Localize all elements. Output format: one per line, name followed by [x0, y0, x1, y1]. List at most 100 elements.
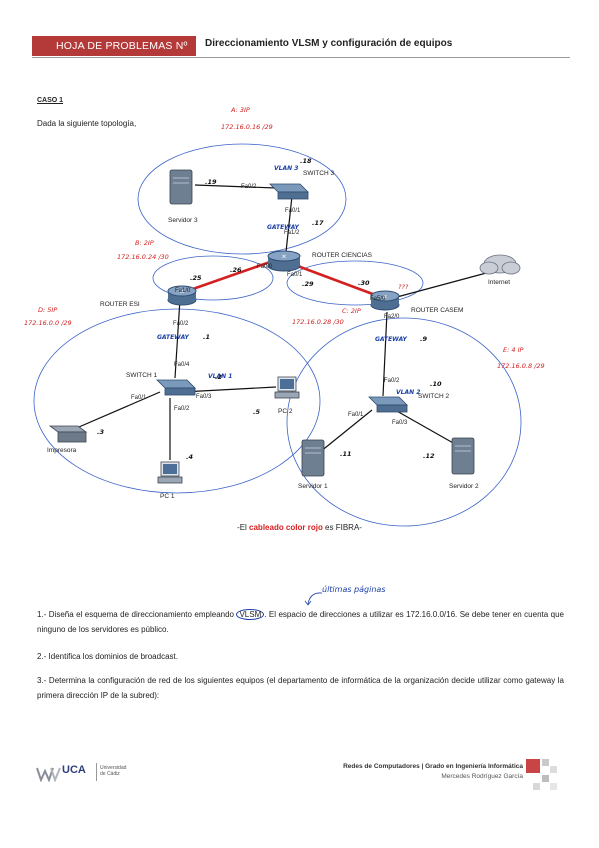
port-s1-fa04: Fa0/4	[174, 362, 190, 368]
question-1-text-a: 1.- Diseña el esquema de direccionamient…	[37, 610, 237, 619]
label-pc-2: PC 2	[278, 408, 293, 415]
svg-text:✕: ✕	[382, 295, 387, 301]
footer-squares-icon	[526, 759, 566, 799]
annot-vlan2: VLAN 2	[396, 389, 420, 396]
handwritten-note: últimas páginas	[322, 585, 386, 594]
annot-vlan1: VLAN 1	[208, 373, 232, 380]
footer-credits: Redes de Computadores | Grado en Ingenie…	[343, 762, 523, 782]
uca-sub-line-1: Universidad	[100, 765, 127, 771]
annot-gateway-e: GATEWAY	[375, 336, 408, 343]
uca-logo-divider	[96, 763, 97, 781]
svg-text:✕: ✕	[281, 255, 286, 261]
fiber-cables	[189, 260, 379, 298]
port-rc-fa01: Fa0/1	[287, 272, 303, 278]
copper-cables	[71, 184, 491, 460]
annot-ip-4: .4	[186, 453, 193, 461]
caption-suffix: es FIBRA-	[322, 523, 362, 532]
label-router-ciencias: ROUTER CIENCIAS	[312, 252, 373, 259]
caption-prefix: -El	[237, 523, 250, 532]
annot-gateway-d: GATEWAY	[157, 334, 190, 341]
uca-sub-line-2: de Cádiz	[100, 771, 120, 777]
port-s3-fa02: Fa0/2	[241, 184, 257, 190]
domain-d	[33, 308, 321, 494]
port-rc-fa00: Fa0/0	[257, 264, 273, 270]
header-box: HOJA DE PROBLEMAS Nº 9	[32, 36, 196, 72]
server-1-icon	[301, 439, 325, 477]
port-s2-fa03: Fa0/3	[392, 420, 408, 426]
domain-b	[152, 255, 274, 301]
annot-ip-2: .2	[215, 373, 222, 381]
annot-b-net: 172.16.0.24 /30	[117, 253, 169, 261]
annot-e-label: E: 4 IP	[503, 346, 523, 354]
domain-c	[286, 260, 424, 306]
label-server-1: Servidor 1	[298, 483, 328, 490]
label-switch-2: SWITCH 2	[418, 393, 449, 400]
printer-icon	[48, 425, 88, 443]
label-printer: Impresora	[47, 447, 77, 454]
port-s2-fa02: Fa0/2	[384, 378, 400, 384]
switch-3-icon	[269, 183, 309, 200]
annot-a-net: 172.16.0.16 /29	[221, 123, 273, 131]
annot-c-label: C: 2IP	[342, 307, 361, 315]
router-esi-icon: ✕	[167, 285, 197, 306]
annot-ip-26: .26	[230, 266, 242, 274]
label-switch-3: SWITCH 3	[303, 170, 334, 177]
label-router-esi: ROUTER ESI	[100, 301, 140, 308]
annot-ip-25: .25	[190, 274, 202, 282]
pc-1-icon	[157, 461, 183, 484]
header-divider	[32, 57, 570, 58]
annot-ip-9: .9	[420, 335, 427, 343]
label-server-2: Servidor 2	[449, 483, 479, 490]
label-router-casem: ROUTER CASEM	[411, 307, 463, 314]
annot-d-net: 172.16.0.0 /29	[24, 319, 72, 327]
diagram-caption: -El cableado color rojo es FIBRA-	[0, 523, 599, 532]
annot-c-net: 172.16.0.28 /30	[292, 318, 344, 326]
annot-ip-29: .29	[302, 280, 314, 288]
port-rc-fa12: Fa1/2	[284, 230, 300, 236]
annot-a-label: A: 3IP	[230, 106, 250, 114]
annot-ip-10: .10	[430, 380, 442, 388]
annot-ip-11: .11	[340, 450, 352, 458]
server-2-icon	[451, 437, 475, 475]
label-server-3: Servidor 3	[168, 217, 198, 224]
label-switch-1: SWITCH 1	[126, 372, 157, 379]
annot-vlan3: VLAN 3	[274, 165, 298, 172]
port-re-fa10: Fa1/0	[175, 288, 191, 294]
annot-ip-30: .30	[358, 279, 370, 287]
port-rcs-fa50: Fa5/0	[370, 296, 386, 302]
switch-2-icon	[368, 396, 408, 413]
pc-2-icon	[274, 376, 300, 399]
question-1-vlsm: VLSM	[236, 609, 265, 620]
annot-e-net: 172.16.0.8 /29	[497, 362, 545, 370]
footer-course: Redes de Computadores | Grado en Ingenie…	[343, 763, 523, 770]
annot-ip-5: .5	[253, 408, 260, 416]
port-s1-fa01: Fa0/1	[131, 395, 147, 401]
case-label: CASO 1	[37, 97, 64, 104]
question-1: 1.- Diseña el esquema de direccionamient…	[37, 607, 564, 637]
annot-ip-1: .1	[203, 333, 210, 341]
question-2: 2.- Identifica los dominios de broadcast…	[37, 652, 178, 661]
label-internet: Internet	[488, 279, 510, 286]
port-re-fa02: Fa0/2	[173, 321, 189, 327]
label-pc-1: PC 1	[160, 493, 175, 500]
domain-ellipses	[33, 143, 522, 527]
port-s1-fa02: Fa0/2	[174, 406, 190, 412]
annot-gateway-a: GATEWAY	[267, 224, 300, 231]
uca-logo-text: UCA	[62, 764, 86, 776]
port-rcs-fa20: Fa2/0	[384, 314, 400, 320]
annot-ip-17: .17	[312, 219, 324, 227]
domain-a	[137, 143, 347, 255]
annot-ip-19: .19	[205, 178, 217, 186]
annot-b-label: B: 2IP	[135, 239, 154, 247]
annot-d-label: D: 5IP	[38, 306, 57, 314]
switch-1-icon	[156, 379, 196, 396]
annot-casem-unknown: ???	[398, 283, 409, 291]
annot-ip-18: .18	[300, 157, 312, 165]
note-arrow	[304, 592, 323, 606]
page-title: Direccionamiento VLSM y configuración de…	[205, 38, 453, 49]
uca-logo-icon	[36, 767, 61, 782]
internet-cloud-icon	[479, 254, 521, 275]
router-casem-icon: ✕	[370, 290, 400, 311]
port-s3-fa01: Fa0/1	[285, 208, 301, 214]
question-3: 3.- Determina la configuración de red de…	[37, 676, 564, 700]
